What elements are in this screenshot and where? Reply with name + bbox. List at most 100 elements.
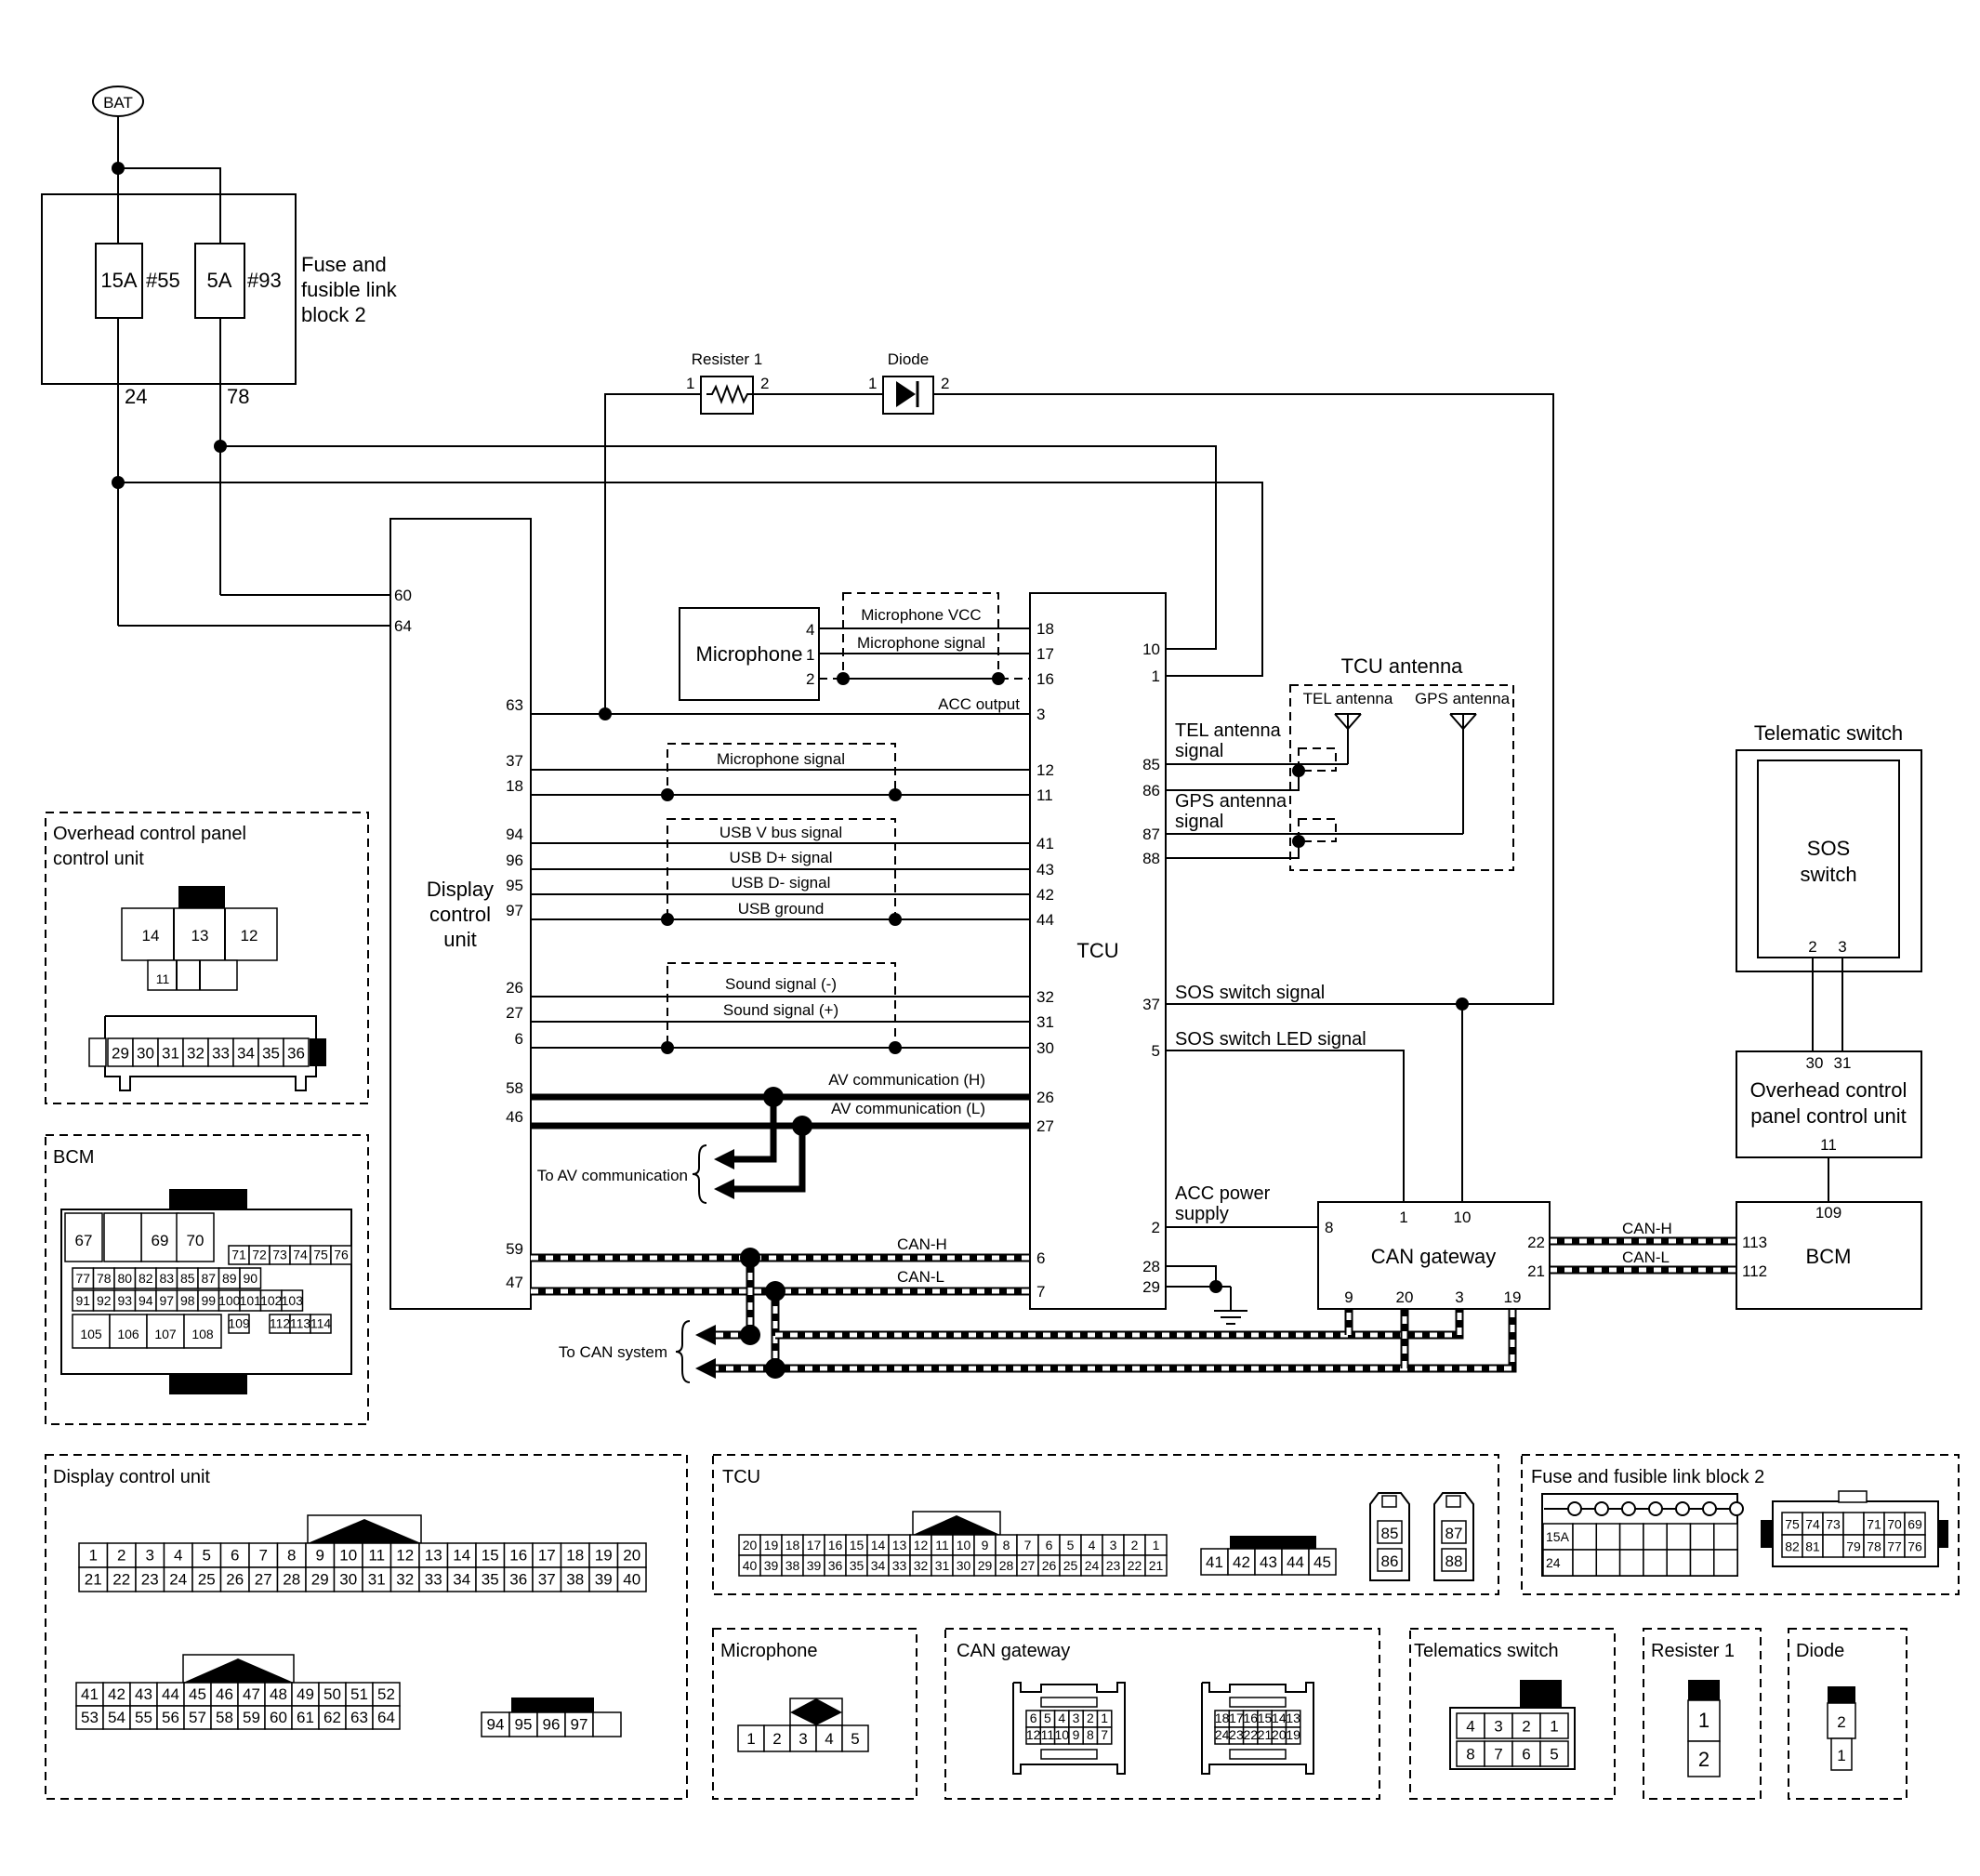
bcm-conn-pin: 74 — [293, 1247, 308, 1262]
fuse-conn-cell — [1572, 1523, 1598, 1551]
display-conn-pin: 51 — [350, 1685, 368, 1703]
bcm-conn-cell — [103, 1212, 142, 1262]
cgw-conn-pin: 7 — [1101, 1727, 1108, 1742]
bcm-conn-pin: 94 — [139, 1293, 153, 1308]
cgw-conn-pin: 19 — [1286, 1727, 1300, 1742]
to-can-label: To CAN system — [559, 1343, 667, 1361]
fuse-block-label-1: Fuse and — [301, 253, 387, 276]
tcu-conn-title: TCU — [722, 1467, 760, 1487]
ov-pin-11: 11 — [156, 971, 170, 986]
av-l-label: AV communication (L) — [831, 1100, 985, 1117]
cgw-pin-22: 22 — [1527, 1234, 1545, 1251]
display-conn-pin: 42 — [108, 1685, 125, 1703]
tcu-conn-pin: 21 — [1149, 1558, 1164, 1573]
fuse1-id: #55 — [146, 269, 180, 292]
fuse-conn-cell — [1618, 1549, 1644, 1577]
tel-signal-label-1: TEL antenna — [1175, 720, 1282, 741]
display-conn-pin: 33 — [425, 1571, 442, 1589]
mic-conn-pin: 3 — [799, 1730, 807, 1748]
display-conn-cell — [305, 1542, 336, 1568]
bcm-conn-cell — [146, 1314, 185, 1349]
bcm-conn-pin: 103 — [282, 1293, 304, 1308]
dcu-pin-label: 46 — [506, 1108, 523, 1126]
cgw-conn-pin: 14 — [1272, 1711, 1287, 1725]
tcu-conn-pin: 6 — [1046, 1538, 1053, 1552]
tcu-ant-pin-87: 87 — [1445, 1525, 1463, 1542]
cgw-conn-pin: 6 — [1030, 1711, 1037, 1725]
overhead-conn-pin: 30 — [137, 1045, 154, 1063]
tele-conn-cell — [1539, 1712, 1569, 1739]
cgw-conn-pin: 10 — [1054, 1727, 1069, 1742]
display-conn-cell — [362, 1542, 392, 1568]
tele-conn-pin: 6 — [1522, 1745, 1530, 1763]
overhead-pin-31: 31 — [1834, 1054, 1852, 1072]
tcu-conn-pin: 7 — [1024, 1538, 1032, 1552]
fuse-terminal-icon — [1621, 1501, 1636, 1516]
can-gateway-label: CAN gateway — [1371, 1245, 1497, 1268]
bcm-conn-pin: 80 — [117, 1271, 132, 1286]
tcu-conn-pin: 18 — [785, 1538, 800, 1552]
display-conn-pin: 31 — [368, 1571, 386, 1589]
display-conn-pin: 16 — [509, 1547, 527, 1565]
dcu-pin-label: 6 — [515, 1030, 523, 1048]
display-conn-cell — [163, 1566, 193, 1592]
fuse-terminal-icon — [1702, 1501, 1717, 1516]
diode-pin-2: 2 — [941, 375, 949, 392]
tcu-conn-cell — [1227, 1548, 1256, 1576]
dcu-pin-label: 96 — [506, 852, 523, 869]
tele-conn-pin: 3 — [1494, 1717, 1502, 1735]
display-conn-pin: 60 — [270, 1709, 287, 1726]
tcu-left-pin: 3 — [1036, 706, 1045, 723]
display-conn-pin: 5 — [203, 1547, 211, 1565]
tcu-right-pin: 87 — [1142, 826, 1160, 843]
tcu-left-pin: 44 — [1036, 911, 1054, 929]
display-conn-pin: 28 — [283, 1571, 300, 1589]
display-conn-cell — [372, 1705, 401, 1730]
resister-conn-title: Resister 1 — [1651, 1641, 1735, 1661]
display-conn-pin: 29 — [311, 1571, 329, 1589]
display-conn-cell — [592, 1711, 622, 1737]
dcu-pin-label: 26 — [506, 979, 523, 997]
bcm-conn-pin: 93 — [117, 1293, 132, 1308]
bcm: BCM 109 113 112 — [1736, 1201, 1922, 1310]
tcu-conn-pin: 31 — [935, 1558, 950, 1573]
display-conn-pin: 18 — [566, 1547, 584, 1565]
fuse-terminal-icon — [1594, 1501, 1609, 1516]
display-conn-cell — [106, 1566, 137, 1592]
display-conn-pin: 27 — [255, 1571, 272, 1589]
bcm-conn-pin: 82 — [139, 1271, 153, 1286]
diode-conn-pin-1: 1 — [1837, 1747, 1845, 1764]
sos-switch-label-2: switch — [1800, 863, 1856, 886]
mic-vcc-label: Microphone VCC — [861, 606, 981, 624]
bcm-conn-pin: 101 — [240, 1293, 262, 1308]
sound-minus-label: Sound signal (-) — [725, 975, 837, 993]
tcu-conn-pin: 14 — [871, 1538, 886, 1552]
display-conn-pin: 62 — [323, 1709, 341, 1726]
telematics-conn-title: Telematics switch — [1414, 1641, 1559, 1661]
tcu-right-pin: 10 — [1142, 641, 1160, 658]
tcu-conn-pin: 3 — [1110, 1538, 1117, 1552]
diode-conn-pin-2: 2 — [1837, 1713, 1845, 1731]
bcm-conn-pin: 70 — [187, 1232, 205, 1249]
tcu-left-pin: 7 — [1036, 1283, 1045, 1301]
acc-power-label-1: ACC power — [1175, 1183, 1271, 1204]
tcu: TCU — [1029, 592, 1167, 1310]
tel-antenna-icon — [1334, 713, 1362, 764]
fuse-conn-cell — [1713, 1523, 1738, 1551]
display-conn-cell — [446, 1566, 477, 1592]
display-unit-label-1: Display — [427, 878, 494, 901]
cgw-conn-pin: 5 — [1044, 1711, 1051, 1725]
sos-led-label: SOS switch LED signal — [1175, 1029, 1366, 1050]
bcm-conn-title: BCM — [53, 1147, 94, 1168]
fuse-conn-r-cell — [1842, 1512, 1865, 1536]
overhead-conn-cell — [107, 1037, 134, 1067]
overhead-control-unit: 30 31 Overhead control panel control uni… — [1736, 1050, 1922, 1158]
fuse-conn-r-pin: 75 — [1785, 1516, 1800, 1531]
cgw-conn-latch — [1040, 1697, 1098, 1708]
tcu-conn-pin: 36 — [828, 1558, 843, 1573]
